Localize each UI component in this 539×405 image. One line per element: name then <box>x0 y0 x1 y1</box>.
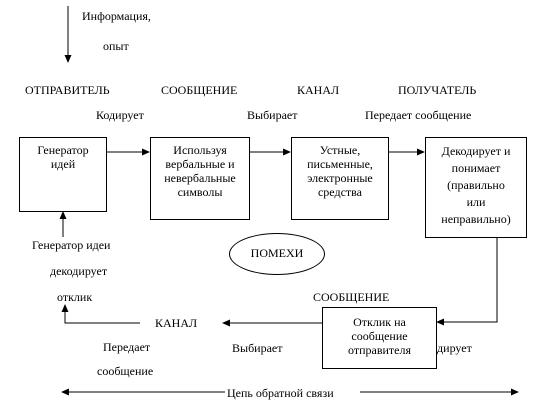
feedback-chain-label: Цепь обратной связи <box>227 386 334 400</box>
generator-decodes-line3: отклик <box>57 290 93 304</box>
symbols-box <box>150 137 250 220</box>
input-label-line1: Информация, <box>82 9 151 23</box>
feedback-encodes: Кодирует <box>437 341 472 355</box>
feedback-box <box>322 307 437 369</box>
generator-decodes-line2: декодирует <box>50 264 108 278</box>
input-label-line2: опыт <box>103 39 129 53</box>
action-chooses: Выбирает <box>247 108 298 122</box>
feedback-box-text: Отклик на сообщение отправителя <box>348 315 411 357</box>
feedback-message-header: СООБЩЕНИЕ <box>313 290 390 304</box>
generator-decodes-line1: Генератор идеи <box>32 238 111 252</box>
decodes-box <box>425 137 527 238</box>
arrow-receiver-to-feedback <box>436 238 498 326</box>
noise-ellipse <box>229 233 325 275</box>
noise-label: ПОМЕХИ <box>250 246 304 260</box>
decodes-box-text: Декодирует и понимает (правильно или неп… <box>441 144 511 226</box>
feedback-chooses: Выбирает <box>232 341 283 355</box>
header-sender: ОТПРАВИТЕЛЬ <box>25 83 110 97</box>
feedback-transmits-line2: сообщение <box>97 364 154 378</box>
arrow-channel-to-generator <box>61 304 140 324</box>
header-message: СООБЩЕНИЕ <box>161 83 238 97</box>
feedback-transmits-line1: Передает <box>103 340 151 354</box>
symbols-box-text: Используя вербальные и невербальные симв… <box>164 143 236 199</box>
header-channel: КАНАЛ <box>297 83 340 97</box>
generator-box <box>19 137 107 212</box>
means-box <box>291 137 389 220</box>
header-receiver: ПОЛУЧАТЕЛЬ <box>398 83 477 97</box>
generator-box-text: Генератор идей <box>37 143 89 171</box>
means-box-text: Устные, письменные, электронные средства <box>307 143 373 199</box>
feedback-channel-label: КАНАЛ <box>155 316 198 330</box>
action-encodes: Кодирует <box>96 108 144 122</box>
action-transmits: Передает сообщение <box>365 108 472 122</box>
